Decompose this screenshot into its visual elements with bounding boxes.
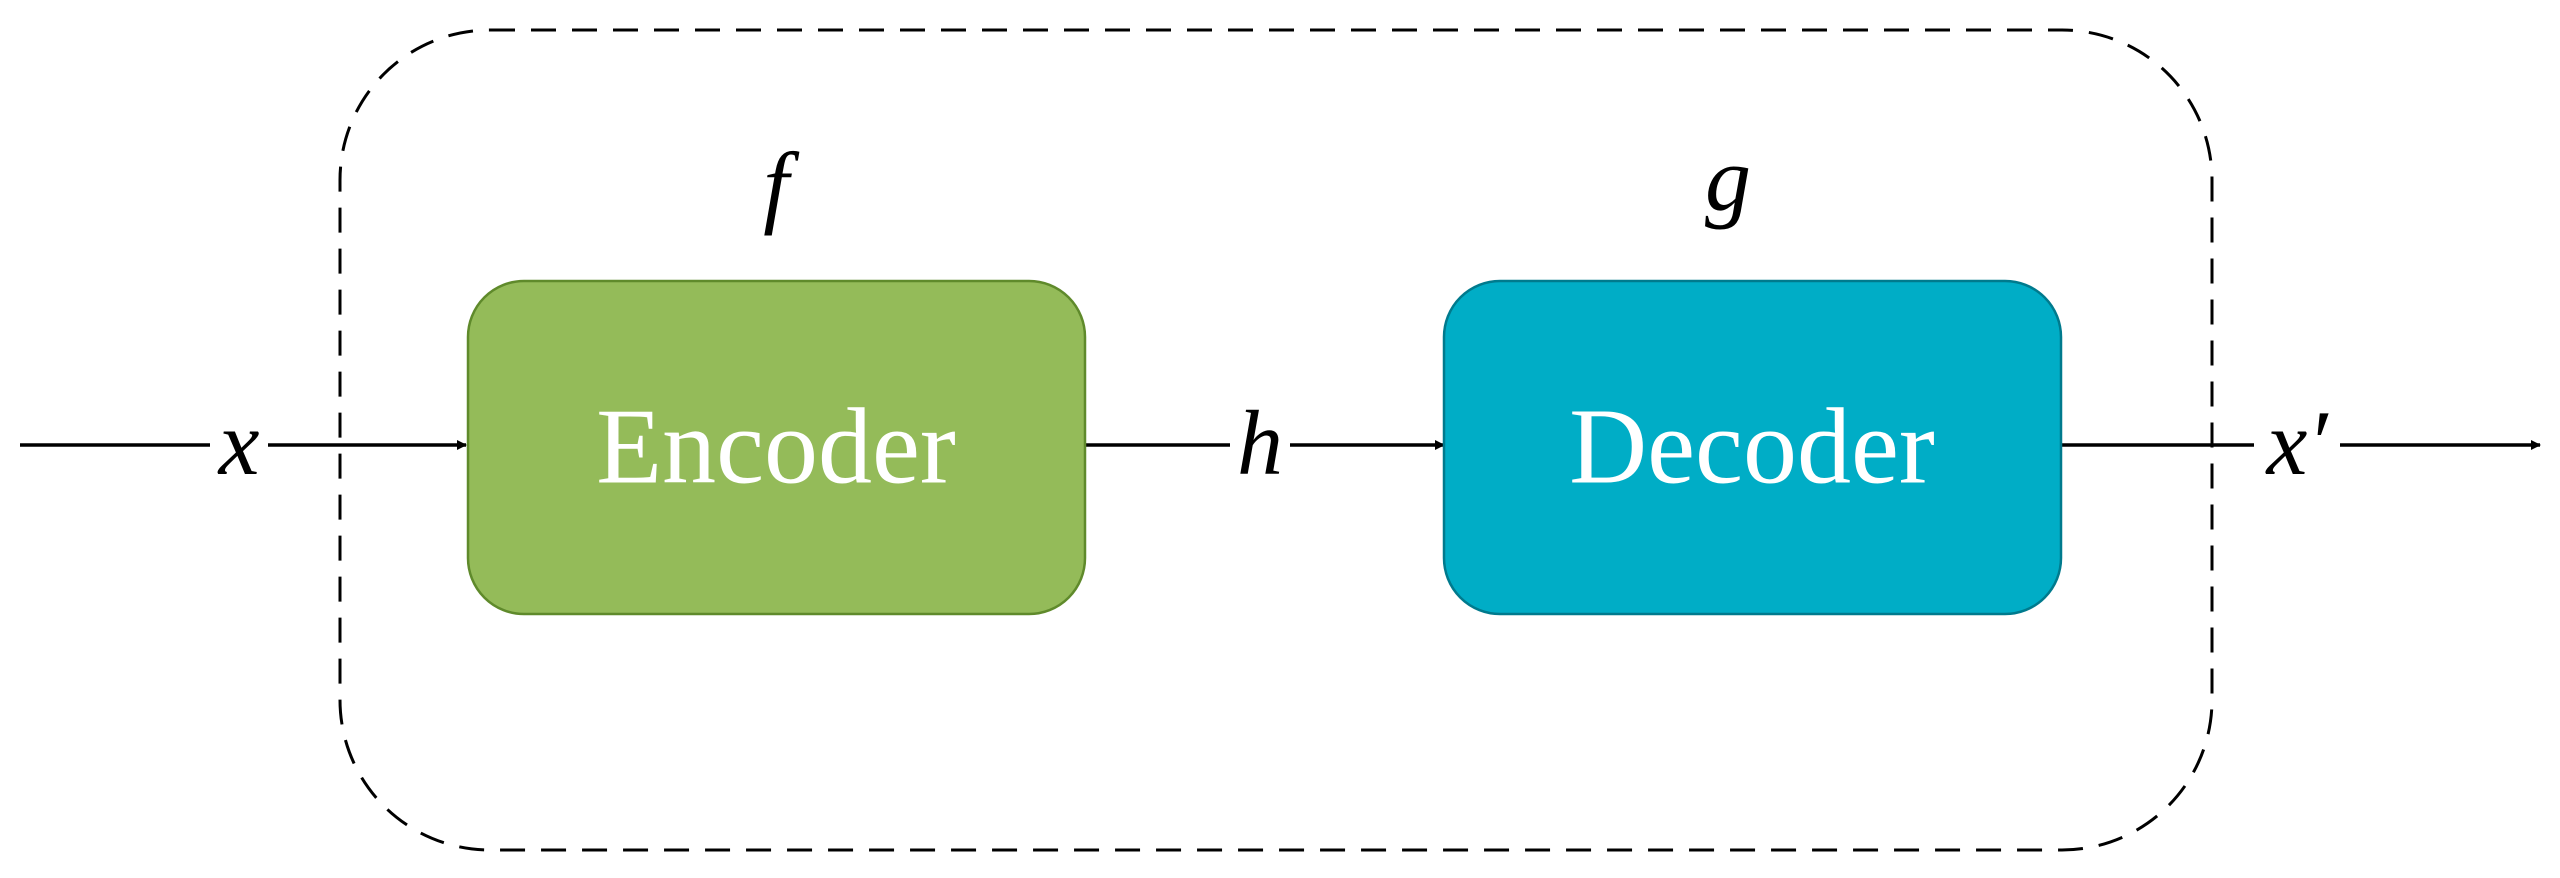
encoder-function-label: f [763,134,800,236]
encoder-label: Encoder [596,388,956,507]
latent-label-bg [1230,400,1290,484]
dashed-container [338,28,2214,852]
decoder-label: Decoder [1569,388,1935,507]
latent-label: h [1237,392,1283,494]
encoder-block [466,279,1087,616]
decoder-block [1442,279,2063,616]
input-label: x [217,392,260,494]
output-label-bg [2254,398,2340,484]
input-label-bg [210,405,268,483]
output-label: x′ [2265,392,2330,494]
decoder-function-label: g [1705,128,1751,230]
